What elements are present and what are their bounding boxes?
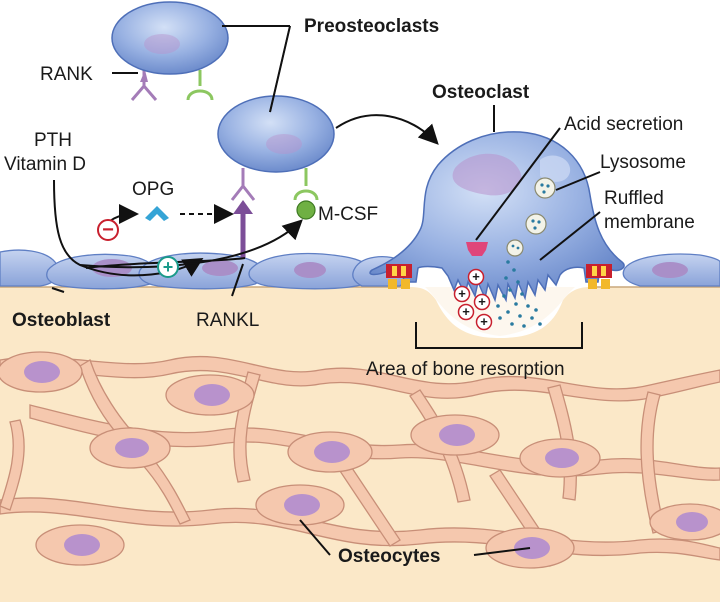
osteoblast-nuclei <box>92 259 688 278</box>
label-area-resorption: Area of bone resorption <box>366 359 565 380</box>
label-pth: PTH <box>34 130 72 151</box>
label-m-csf: M-CSF <box>318 204 378 225</box>
label-rank: RANK <box>40 64 93 85</box>
stimulate-badge: + <box>157 256 179 278</box>
osteocyte-nuclei <box>24 361 708 559</box>
label-membrane: membrane <box>604 212 695 233</box>
preosteoclast-top <box>111 1 229 101</box>
label-acid-secretion: Acid secretion <box>564 114 683 135</box>
svg-text:+: + <box>480 314 488 329</box>
label-rankl: RANKL <box>196 310 259 331</box>
label-lysosome: Lysosome <box>600 152 686 173</box>
label-osteoclast: Osteoclast <box>432 82 530 103</box>
inhibit-badge: − <box>97 219 119 241</box>
label-osteocytes: Osteocytes <box>338 546 440 567</box>
label-preosteoclasts: Preosteoclasts <box>304 16 439 37</box>
m-csf-ligand <box>296 200 316 220</box>
sealing-zone-right <box>586 264 612 289</box>
label-osteoblast: Osteoblast <box>12 310 111 331</box>
rankl-ligand <box>233 200 253 258</box>
sealing-zone-left <box>386 264 412 289</box>
label-opg: OPG <box>132 179 174 200</box>
svg-text:+: + <box>472 269 480 284</box>
opg-molecule <box>145 206 169 221</box>
lysosomes <box>506 177 556 257</box>
svg-text:+: + <box>462 304 470 319</box>
label-ruffled: Ruffled <box>604 188 664 209</box>
svg-text:+: + <box>478 294 486 309</box>
enzyme-particles <box>496 260 542 328</box>
svg-text:−: − <box>102 219 114 241</box>
proton-ions: + + + + + <box>453 268 493 331</box>
preosteoclast-bottom <box>217 95 335 201</box>
label-vitamin-d: Vitamin D <box>4 154 86 175</box>
svg-text:+: + <box>163 257 174 277</box>
acid-pump <box>466 242 488 256</box>
svg-text:+: + <box>458 286 466 301</box>
